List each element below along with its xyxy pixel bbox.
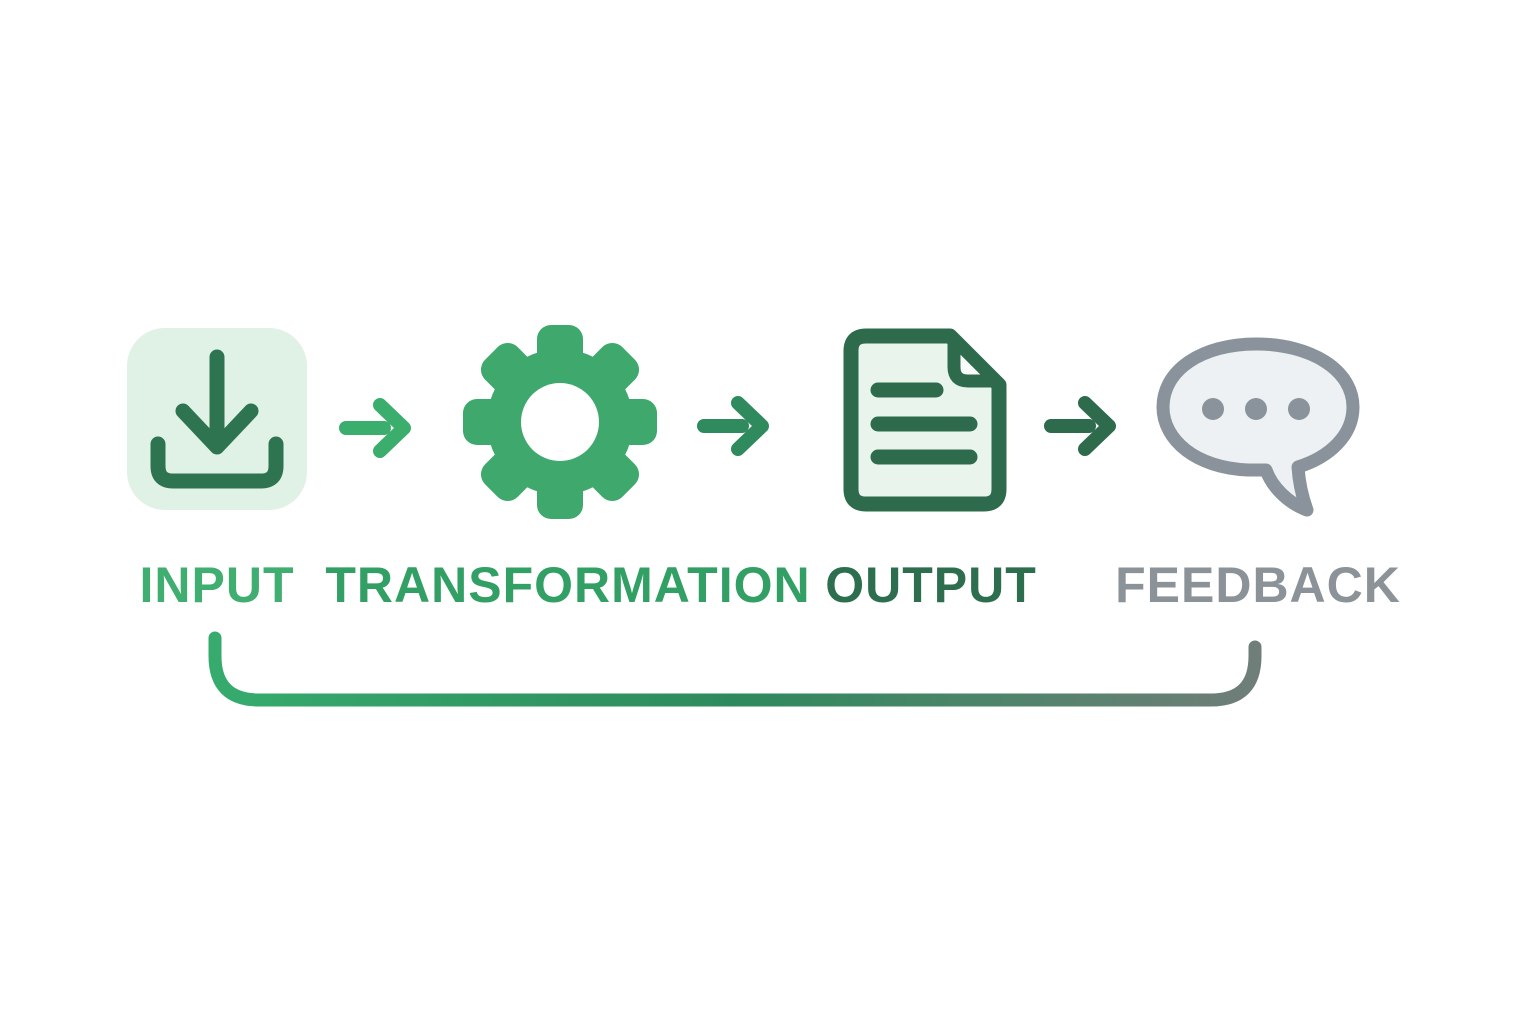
arrow-head xyxy=(373,398,411,458)
flow-arrow-1-icon xyxy=(339,398,411,458)
gear-icon xyxy=(463,325,657,519)
flow-arrow-3-icon xyxy=(1044,396,1116,456)
bubble-dot xyxy=(1288,398,1310,420)
document-folded-corner xyxy=(947,332,1003,388)
stage-label-input: INPUT xyxy=(139,557,295,613)
download-arrow-head xyxy=(175,403,259,455)
bubble-dot xyxy=(1245,398,1267,420)
speech-bubble-icon xyxy=(1156,337,1360,517)
document-icon xyxy=(843,328,1007,512)
feedback-loop-connector xyxy=(208,631,1262,707)
arrow-head xyxy=(731,396,769,456)
stage-label-output: OUTPUT xyxy=(825,557,1037,613)
arrow-head xyxy=(1078,396,1116,456)
download-tray xyxy=(150,436,284,489)
flow-arrow-2-icon xyxy=(697,396,769,456)
feedback-loop-path xyxy=(208,631,1262,707)
stage-label-feedback: FEEDBACK xyxy=(1115,557,1401,613)
bubble-dot xyxy=(1202,398,1224,420)
speech-bubble-body xyxy=(1156,337,1360,517)
gear-center-hole xyxy=(521,383,599,461)
download-tray-icon xyxy=(127,328,307,510)
stage-label-transformation: TRANSFORMATION xyxy=(325,557,811,613)
